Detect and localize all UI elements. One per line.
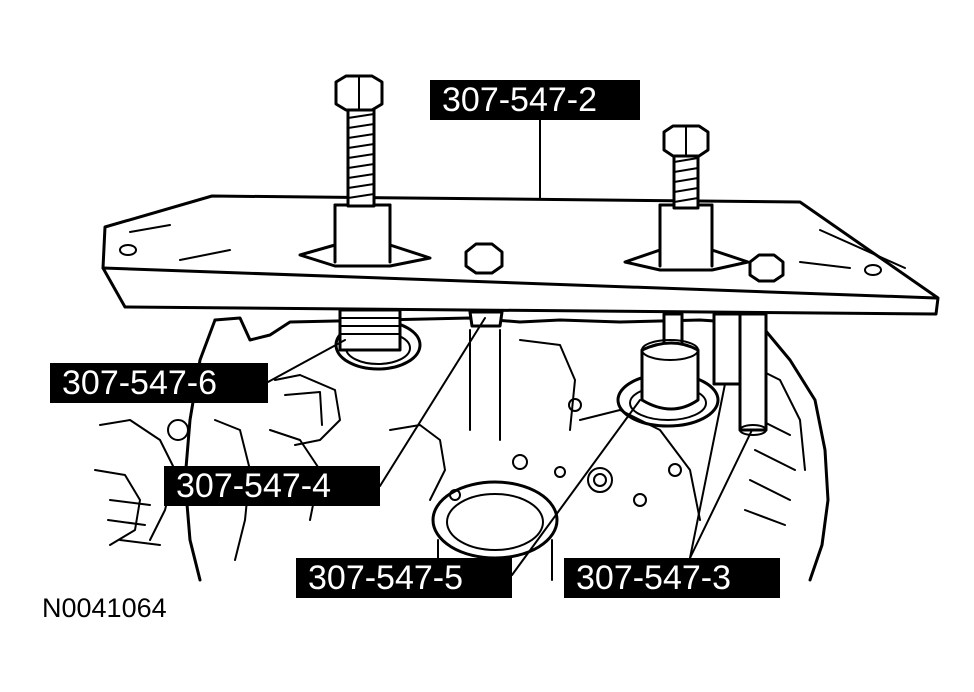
callout-307-547-2: 307-547-2	[430, 80, 640, 120]
transmission-case	[94, 316, 830, 582]
callout-307-547-3: 307-547-3	[564, 558, 780, 598]
right-screw-boss	[623, 203, 750, 272]
right-adapter	[640, 312, 700, 411]
leader-guide-pin-2	[689, 429, 753, 559]
left-forcing-screw	[334, 74, 384, 208]
callout-307-547-6: 307-547-6	[50, 363, 268, 403]
left-screw-boss	[298, 203, 432, 268]
plate-nuts	[464, 242, 785, 283]
callout-307-547-4: 307-547-4	[164, 466, 380, 506]
callout-307-547-5: 307-547-5	[296, 558, 512, 598]
leader-left-adapter	[267, 339, 346, 383]
right-forcing-screw	[662, 124, 710, 210]
base-plate	[101, 194, 940, 316]
figure-id: N0041064	[42, 593, 167, 623]
leader-guide-pin-1	[689, 383, 726, 559]
leader-right-adapter	[511, 399, 641, 576]
leader-center-bolt	[379, 317, 486, 487]
guide-pins	[712, 312, 768, 436]
left-adapter	[338, 308, 402, 352]
leader-lines	[267, 119, 753, 576]
center-bolt	[468, 310, 504, 328]
